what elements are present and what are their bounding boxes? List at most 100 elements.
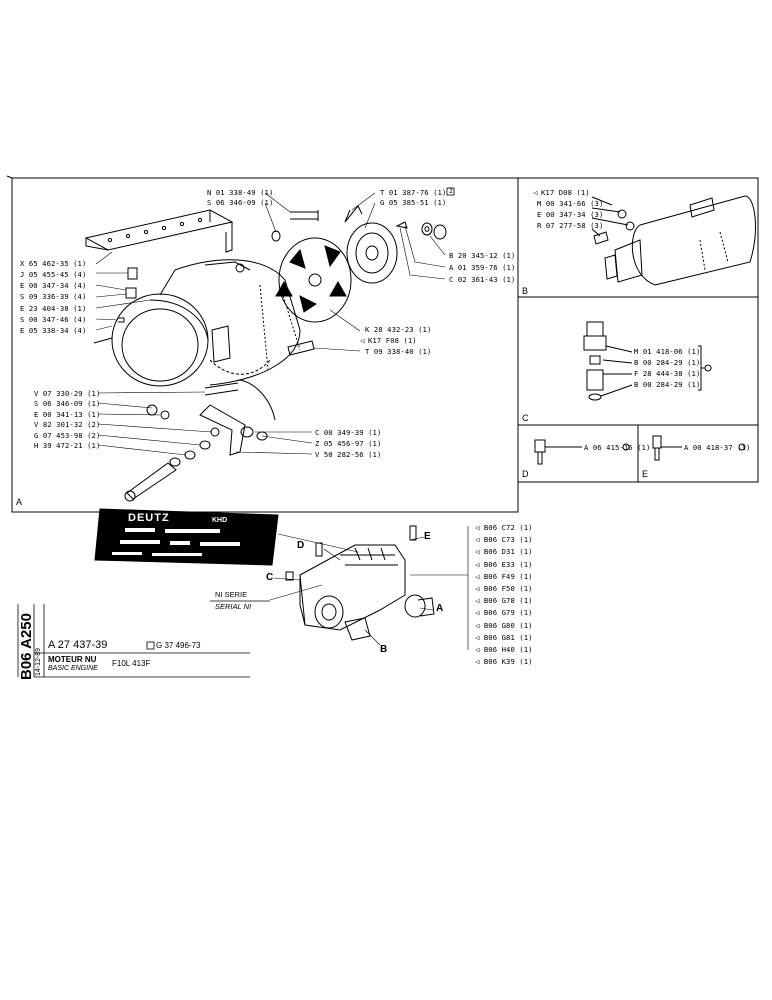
callout-c: C (266, 572, 274, 583)
part-label: A 00 418-37 (1) (684, 443, 751, 452)
reference-item: ◁ B06 C72 (1) (475, 523, 533, 532)
reference-item: ◁ B06 G78 (1) (475, 596, 533, 606)
part-label: V 07 330-29 (1) (34, 389, 101, 398)
part-label: E 00 341-13 (1) (34, 410, 101, 419)
reference-item: ◁ B06 F49 (1) (475, 571, 533, 581)
part-label: A 01 359-76 (1) (449, 263, 516, 272)
title-fr: MOTEUR NU (48, 655, 97, 664)
temp-sensor-d-drawing (534, 439, 630, 465)
part-label: M 01 418-06 (1) (634, 347, 701, 356)
flag-icon: ◁ (475, 523, 480, 532)
title-block-lines (17, 187, 455, 678)
panel-a-letter: A (16, 497, 23, 507)
reference-item: ◁ B06 G80 (1) (475, 620, 533, 630)
part-label: B 00 284-29 (1) (634, 380, 701, 389)
part-label: C 02 361-43 (1) (449, 275, 516, 284)
fan-drawing (275, 237, 352, 323)
part-label: K 28 432-23 (1) (365, 325, 432, 334)
part-label: M 00 341-66 (3) (537, 199, 604, 208)
flag-icon: ◁ (475, 583, 480, 593)
part-label: R 07 277-58 (3) (537, 221, 604, 230)
panel-b-letter: B (522, 286, 529, 296)
reference-item: ◁ B06 K39 (1) (475, 657, 533, 667)
reference-item: ◁ B06 C73 (1) (475, 535, 533, 545)
part-label: F 28 444-38 (1) (634, 369, 701, 378)
flag-icon: ◁ (475, 571, 480, 581)
part-label: A 06 415-16 (1) (584, 443, 651, 452)
part-label: E 23 404-38 (1) (20, 304, 87, 313)
flag-icon: ◁ (475, 559, 480, 569)
part-label: J 05 455-45 (4) (20, 270, 87, 279)
alt-number: G 37 496-73 (156, 641, 201, 650)
page-code: B06 A250 (18, 613, 35, 680)
flag-icon: ◁ (475, 596, 480, 606)
title-en: BASIC ENGINE (48, 665, 98, 672)
part-label: G 05 385-51 (1) (380, 198, 447, 207)
hardware-drawing (93, 210, 447, 502)
flag-icon: ◁ (475, 620, 480, 630)
part-label: S 06 346-09 (1) (207, 198, 274, 207)
part-label: E 00 347-34 (4) (20, 281, 87, 290)
part-label: S 00 347-46 (4) (20, 315, 87, 324)
part-label: S 09 336-39 (4) (20, 292, 87, 301)
box-marker: 2 (449, 187, 454, 195)
mounting-bracket-drawing (84, 209, 234, 253)
flag-icon: ◁ (475, 608, 480, 618)
engine-overview-drawing (285, 525, 435, 641)
serial-label-en: SERIAL NI (215, 602, 252, 611)
reference-list: ◁ B06 C72 (1) ◁ B06 C73 (1) ◁ B06 D31 (1… (475, 522, 533, 668)
panel-d-letter: D (522, 469, 529, 479)
part-label: T 01 387-76 (1) (380, 188, 447, 197)
engine-model: F10L 413F (112, 659, 151, 668)
part-label: B 00 284-29 (1) (634, 358, 701, 367)
flag-icon: ◁ (360, 336, 365, 345)
callout-d: D (297, 540, 305, 551)
flag-icon: ◁ (475, 547, 480, 557)
part-label: C 00 349-39 (1) (315, 428, 382, 437)
panel-c-letter: C (522, 413, 529, 423)
callout-e: E (424, 531, 431, 542)
flag-icon: ◁ (475, 632, 480, 642)
part-label: E 05 338-34 (4) (20, 326, 87, 335)
part-label: Z 05 456-97 (1) (315, 439, 382, 448)
pressure-switch-drawing (583, 321, 712, 401)
reference-item: ◁ B06 D31 (1) (475, 547, 533, 557)
nameplate-sub: KHD (212, 517, 228, 524)
part-label: V 82 301-32 (2) (34, 420, 101, 429)
part-label: K17 D08 (1) (541, 188, 590, 197)
leader-lines-a (95, 192, 446, 456)
reference-item: ◁ B06 E33 (1) (475, 559, 533, 569)
panel-e-letter: E (642, 469, 649, 479)
part-label: T 09 338-40 (1) (365, 347, 432, 356)
reference-item: ◁ B06 F50 (1) (475, 583, 533, 593)
reference-item: ◁ B06 G81 (1) (475, 632, 533, 642)
part-label: N 01 338-49 (1) (207, 188, 274, 197)
part-number: A 27 437-39 (48, 639, 108, 651)
deutz-nameplate-drawing (94, 508, 279, 566)
pulley-drawing (344, 205, 398, 284)
page-date: 14-12-89 (35, 647, 42, 676)
flag-icon: ◁ (475, 657, 480, 667)
leader-lines-overview (269, 526, 469, 650)
serial-label-fr: NI SERIE (215, 590, 248, 599)
part-label: H 39 472-21 (1) (34, 441, 101, 450)
alternator-drawing (111, 259, 301, 387)
serial-underline (210, 600, 270, 602)
starter-motor-drawing (591, 195, 756, 286)
part-label: V 50 282-56 (1) (315, 450, 382, 459)
reference-item: ◁ B06 G79 (1) (475, 608, 533, 618)
flag-icon: ◁ (475, 535, 480, 545)
part-label: E 00 347-34 (3) (537, 210, 604, 219)
callout-a: A (436, 603, 444, 614)
part-label: K17 F08 (1) (368, 336, 417, 345)
part-label: G 07 453-98 (2) (34, 431, 101, 440)
part-label: X 65 462-35 (1) (20, 259, 87, 268)
callout-b: B (380, 644, 388, 655)
flag-icon: ◁ (533, 188, 538, 197)
nameplate-brand: DEUTZ (128, 512, 170, 524)
flag-icon: ◁ (475, 644, 480, 654)
part-label: S 06 346-09 (1) (34, 399, 101, 408)
part-label: B 20 345-12 (1) (449, 251, 516, 260)
